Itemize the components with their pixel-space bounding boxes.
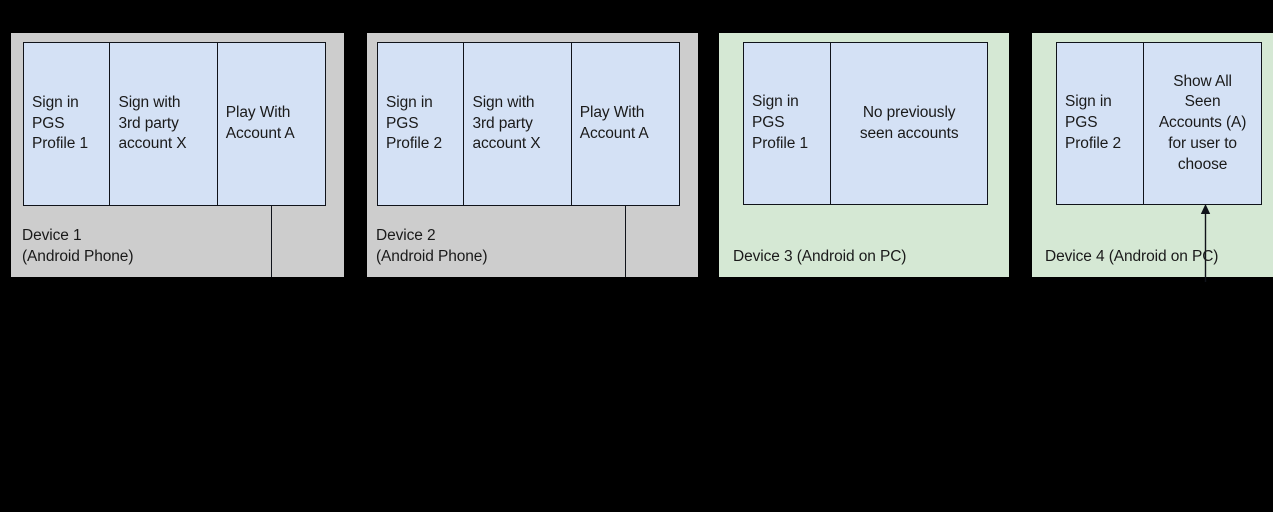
- device-3-box-group: Sign in PGS Profile 1 No previously seen…: [743, 42, 988, 205]
- device-4-caption: Device 4 (Android on PC): [1045, 248, 1219, 265]
- device-2-step-3[interactable]: Play With Account A: [570, 43, 679, 205]
- device-3-caption: Device 3 (Android on PC): [733, 248, 907, 265]
- device-2-box-group: Sign in PGS Profile 2 Sign with 3rd part…: [377, 42, 680, 206]
- device-1-step-3[interactable]: Play With Account A: [216, 43, 325, 205]
- device-1-box-group: Sign in PGS Profile 1 Sign with 3rd part…: [23, 42, 326, 206]
- device-2-caption: Device 2 (Android Phone): [376, 227, 488, 265]
- device-2-step-1[interactable]: Sign in PGS Profile 2: [378, 43, 464, 205]
- device-1-caption: Device 1 (Android Phone): [22, 227, 134, 265]
- device-4-step-1[interactable]: Sign in PGS Profile 2: [1057, 43, 1144, 204]
- device-3-step-1[interactable]: Sign in PGS Profile 1: [744, 43, 831, 204]
- device-2-inner-divider: [625, 206, 626, 277]
- device-3-step-2[interactable]: No previously seen accounts: [830, 43, 987, 204]
- device-2-step-2[interactable]: Sign with 3rd party account X: [463, 43, 571, 205]
- device-4-box-group: Sign in PGS Profile 2 Show All Seen Acco…: [1056, 42, 1262, 205]
- device-4-incoming-arrow: [1200, 204, 1211, 282]
- device-1-step-2[interactable]: Sign with 3rd party account X: [109, 43, 217, 205]
- device-1-inner-divider: [271, 206, 272, 277]
- device-4-step-2[interactable]: Show All Seen Accounts (A) for user to c…: [1143, 43, 1261, 204]
- device-1-step-1[interactable]: Sign in PGS Profile 1: [24, 43, 110, 205]
